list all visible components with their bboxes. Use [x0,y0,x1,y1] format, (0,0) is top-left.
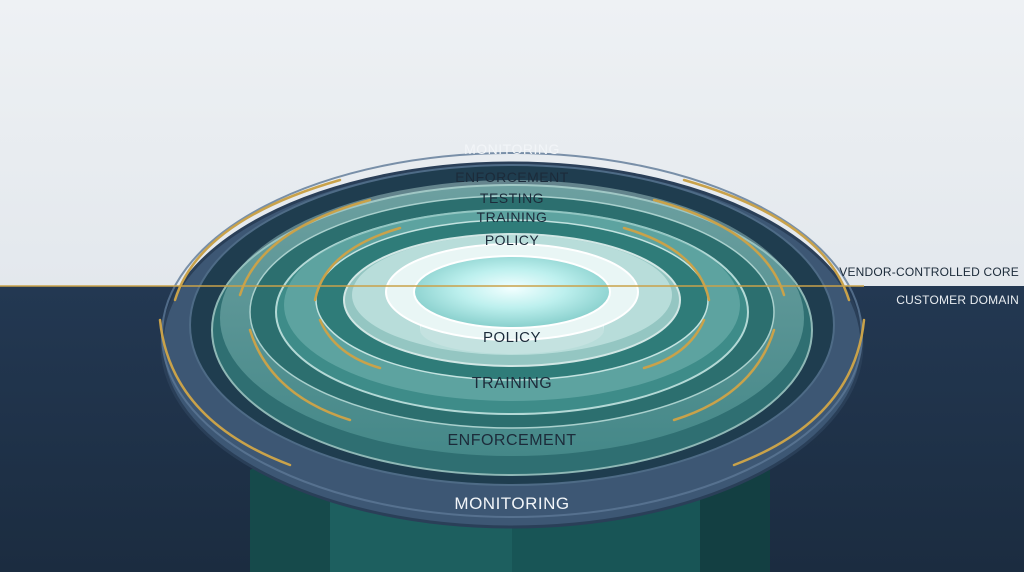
label-testing-back: TESTING [480,190,544,206]
gold-accent-arcs [158,178,866,467]
label-monitoring-back: MONITORING [464,141,560,157]
label-policy-back: POLICY [485,232,540,248]
label-enforcement-front: ENFORCEMENT [447,432,576,449]
vendor-core-label: VENDOR-CONTROLLED CORE [839,265,1019,279]
label-monitoring-front: MONITORING [454,494,569,513]
label-training-front: TRAINING [472,375,552,392]
customer-domain-label: CUSTOMER DOMAIN [896,293,1019,307]
label-enforcement-back: ENFORCEMENT [455,169,569,185]
central-core [385,243,639,354]
label-policy-front: POLICY [483,329,541,346]
label-training-back: TRAINING [477,209,548,225]
